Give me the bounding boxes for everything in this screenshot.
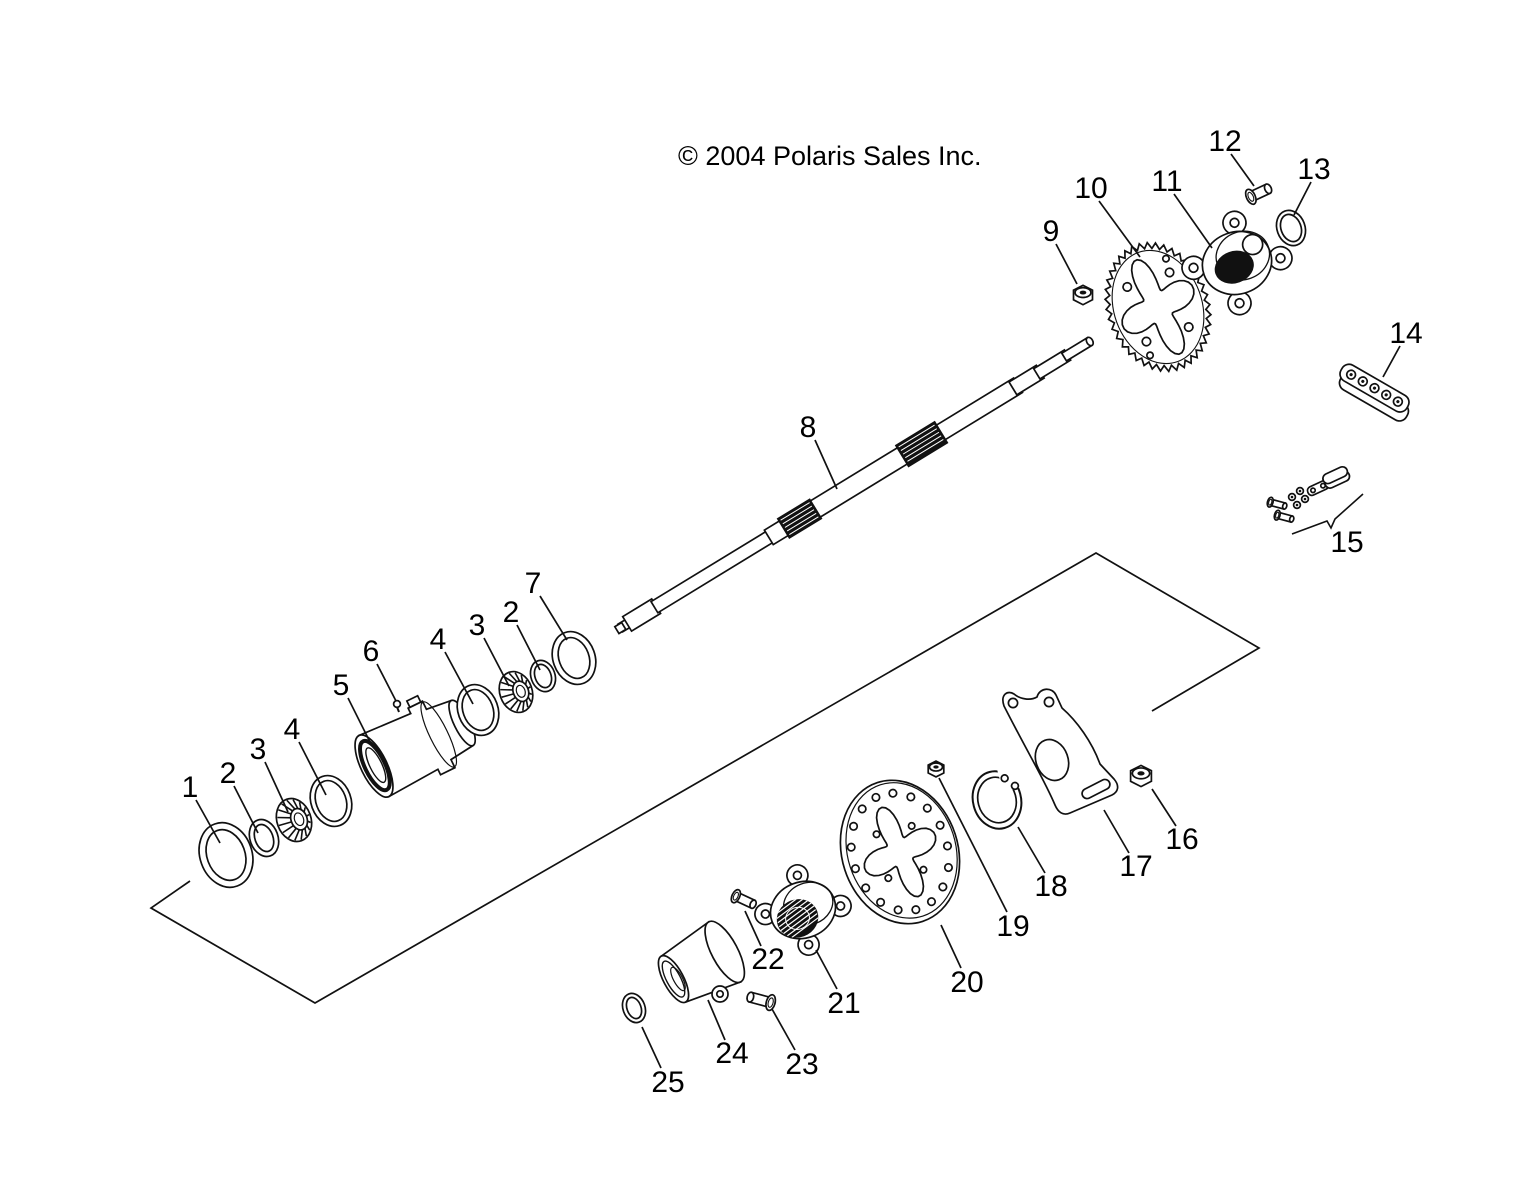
callout-9-leader [1055, 243, 1078, 285]
callout-8-leader [814, 439, 838, 490]
callout-label-18: 18 [1034, 870, 1067, 903]
callout-label-6: 6 [363, 635, 380, 668]
callout-7-leader [539, 595, 568, 641]
bolt-part-22 [730, 888, 758, 910]
carrier-tab-part-24 [711, 985, 729, 1003]
bolt-part-23 [746, 991, 777, 1012]
bearing-carrier-part-24 [657, 920, 746, 1004]
callout-15-brace [1291, 493, 1364, 535]
callout-1-leader [195, 799, 221, 844]
callout-3-leader [483, 637, 510, 687]
callout-6-leader [376, 663, 397, 702]
axle-nut-part-16 [1129, 764, 1153, 788]
callout-4-leader [298, 741, 327, 796]
callout-label-1: 1 [182, 771, 199, 804]
callout-17-leader [1103, 809, 1130, 854]
washer-part-2b [529, 659, 557, 693]
callout-5-leader [347, 697, 371, 743]
callout-label-8: 8 [800, 411, 817, 444]
callout-label-4: 4 [284, 713, 301, 746]
callout-label-17: 17 [1119, 850, 1152, 883]
callout-16-leader [1151, 788, 1177, 827]
callout-label-19: 19 [996, 910, 1029, 943]
callout-label-22: 22 [751, 943, 784, 976]
callout-label-14: 14 [1389, 317, 1422, 350]
chain-section-part-14 [1338, 363, 1410, 422]
wheel-hub-part-21 [754, 864, 852, 956]
callout-label-16: 16 [1165, 823, 1198, 856]
callout-label-5: 5 [333, 669, 350, 702]
callout-13-leader [1293, 181, 1312, 216]
callout-25-leader [641, 1026, 662, 1069]
o-ring-part-25 [621, 992, 647, 1024]
callout-label-12: 12 [1208, 125, 1241, 158]
callout-label-3: 3 [250, 733, 267, 766]
parts-artwork [198, 183, 1410, 1024]
callout-label-11: 11 [1151, 165, 1182, 198]
callout-label-3: 3 [469, 609, 486, 642]
callout-23-leader [771, 1008, 796, 1051]
callout-label-13: 13 [1297, 153, 1330, 186]
callout-24-leader [707, 999, 726, 1041]
callout-14-leader [1382, 345, 1401, 378]
callout-label-15: 15 [1330, 526, 1363, 559]
callout-11-leader [1173, 193, 1213, 249]
callout-20-leader [940, 924, 962, 969]
callout-label-2: 2 [503, 596, 520, 629]
grease-fitting-part-6 [392, 699, 402, 713]
seal-part-1 [198, 821, 254, 889]
callout-label-10: 10 [1074, 172, 1107, 205]
o-ring-part-13 [1275, 209, 1307, 247]
callout-10-leader [1098, 200, 1141, 258]
callout-label-7: 7 [525, 567, 542, 600]
callout-21-leader [815, 949, 838, 990]
brake-bracket-part-17 [1002, 688, 1119, 815]
callout-label-2: 2 [220, 757, 237, 790]
callout-12-leader [1230, 153, 1255, 187]
sprocket-hub-part-11 [1181, 210, 1293, 316]
callout-label-23: 23 [785, 1048, 818, 1081]
bearing-part-3 [275, 797, 313, 843]
callout-2-leader [233, 785, 259, 834]
bolt-part-12 [1244, 183, 1273, 206]
callout-18-leader [1017, 826, 1046, 874]
callout-22-leader [744, 910, 762, 947]
flange-nut-part-9 [1072, 284, 1094, 306]
callout-3-leader [264, 761, 289, 813]
callout-label-24: 24 [715, 1037, 748, 1070]
callout-2-leader [516, 624, 541, 671]
axle-shaft-part-8 [613, 336, 1095, 635]
nut-part-19 [927, 760, 945, 778]
seal-part-7 [551, 630, 597, 686]
plane-border [149, 552, 1261, 1004]
callout-19-leader [938, 777, 1008, 913]
brake-disc-part-20 [839, 779, 961, 925]
callout-label-20: 20 [950, 966, 983, 999]
snap-ring-part-18 [971, 762, 1027, 830]
callout-label-9: 9 [1043, 215, 1060, 248]
master-link-kit-part-15 [1287, 465, 1351, 510]
callout-4-leader [444, 651, 474, 705]
callout-label-4: 4 [430, 623, 447, 656]
callout-label-21: 21 [827, 987, 860, 1020]
callout-label-25: 25 [651, 1066, 684, 1099]
copyright-text: © 2004 Polaris Sales Inc. [678, 141, 982, 171]
